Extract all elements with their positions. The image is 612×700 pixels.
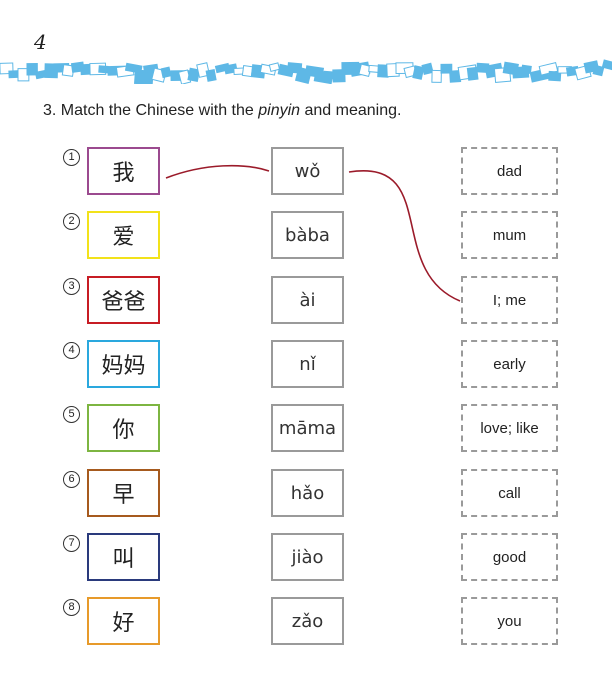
hanzi-box[interactable]: 爱 [87,211,160,259]
page-number: 4 [34,30,47,54]
pinyin-box[interactable]: māma [271,404,344,452]
item-number: 3 [63,278,80,295]
hanzi-box[interactable]: 爸爸 [87,276,160,324]
exercise-instruction: 3. Match the Chinese with the pinyin and… [43,102,401,120]
hanzi-box[interactable]: 早 [87,469,160,517]
decorative-border-band [0,59,612,84]
pinyin-box[interactable]: ài [271,276,344,324]
meaning-box[interactable]: dad [461,147,558,195]
pinyin-box[interactable]: zǎo [271,597,344,645]
match-line-wo-i-me [348,170,461,302]
hanzi-box[interactable]: 好 [87,597,160,645]
item-number: 5 [63,406,80,423]
meaning-box[interactable]: good [461,533,558,581]
item-number: 1 [63,149,80,166]
pinyin-box[interactable]: nǐ [271,340,344,388]
item-number: 2 [63,213,80,230]
meaning-box[interactable]: mum [461,211,558,259]
hanzi-box[interactable]: 我 [87,147,160,195]
pinyin-box[interactable]: bàba [271,211,344,259]
hanzi-box[interactable]: 叫 [87,533,160,581]
instruction-italic: pinyin [258,102,301,119]
item-number: 7 [63,535,80,552]
hanzi-box[interactable]: 你 [87,404,160,452]
pinyin-box[interactable]: hǎo [271,469,344,517]
item-number: 6 [63,471,80,488]
meaning-box[interactable]: call [461,469,558,517]
item-number: 4 [63,342,80,359]
instruction-prefix: 3. Match the Chinese with the [43,102,259,119]
instruction-suffix: and meaning. [300,102,402,119]
pinyin-box[interactable]: jiào [271,533,344,581]
meaning-box[interactable]: love; like [461,404,558,452]
hanzi-box[interactable]: 妈妈 [87,340,160,388]
match-line-wo [165,164,270,179]
pinyin-box[interactable]: wǒ [271,147,344,195]
meaning-box[interactable]: you [461,597,558,645]
item-number: 8 [63,599,80,616]
meaning-box[interactable]: early [461,340,558,388]
meaning-box[interactable]: I; me [461,276,558,324]
